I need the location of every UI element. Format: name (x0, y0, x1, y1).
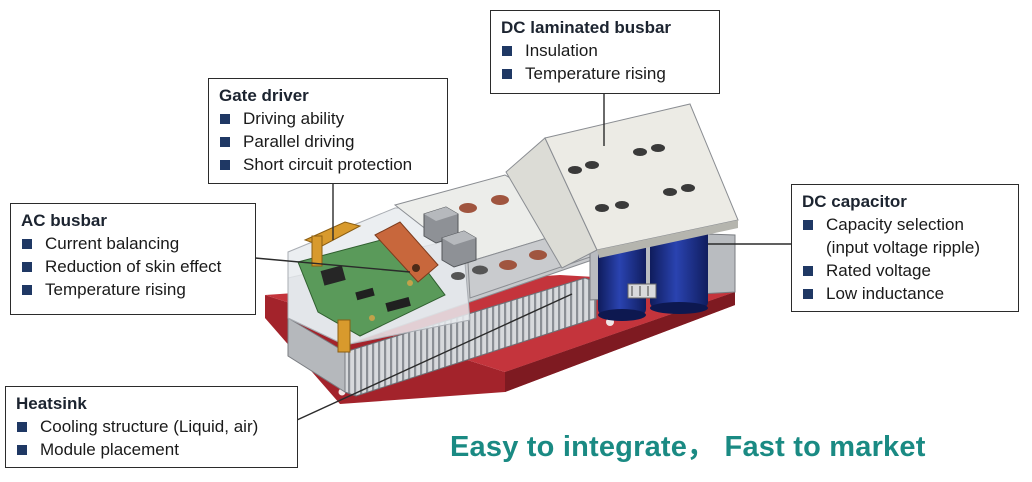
callout-list: Cooling structure (Liquid, air) Module p… (16, 415, 287, 461)
list-item: Reduction of skin effect (21, 255, 245, 278)
list-item: Short circuit protection (219, 153, 437, 176)
callout-ac-busbar: AC busbar Current balancing Reduction of… (10, 203, 256, 315)
dc-laminated-busbar (505, 103, 739, 269)
bullet-square-icon (502, 69, 512, 79)
bullet-square-icon (22, 285, 32, 295)
bullet-square-icon (220, 160, 230, 170)
leader-lines (254, 93, 791, 421)
list-item: Cooling structure (Liquid, air) (16, 415, 287, 438)
bullet-square-icon (803, 289, 813, 299)
current-sensors (423, 206, 477, 268)
callout-title: AC busbar (21, 211, 107, 230)
bullet-square-icon (803, 220, 813, 230)
callout-list: Driving ability Parallel driving Short c… (219, 107, 437, 176)
list-item: Low inductance (802, 282, 1008, 305)
list-item: (input voltage ripple) (826, 238, 981, 257)
list-item: Driving ability (219, 107, 437, 130)
heatsink-body (287, 277, 597, 397)
callout-list: Insulation Temperature rising (501, 39, 709, 85)
callout-heatsink: Heatsink Cooling structure (Liquid, air)… (5, 386, 298, 468)
bullet-square-icon (803, 266, 813, 276)
callout-dc-laminated-busbar: DC laminated busbar Insulation Temperatu… (490, 10, 720, 94)
bullet-square-icon (22, 262, 32, 272)
list-item: Temperature rising (21, 278, 245, 301)
bullet-square-icon (220, 137, 230, 147)
callout-title: Heatsink (16, 394, 87, 413)
bullet-square-icon (22, 239, 32, 249)
callout-title: DC capacitor (802, 192, 907, 211)
bullet-square-icon (220, 114, 230, 124)
bullet-square-icon (17, 445, 27, 455)
slogan-text: Easy to integrate， Fast to market (450, 431, 926, 463)
bullet-square-icon (502, 46, 512, 56)
callout-list: Current balancing Reduction of skin effe… (21, 232, 245, 301)
list-item: Parallel driving (219, 130, 437, 153)
callout-title: Gate driver (219, 86, 309, 105)
list-item: Module placement (16, 438, 287, 461)
list-item: Temperature rising (501, 62, 709, 85)
list-item: Insulation (501, 39, 709, 62)
list-item: Current balancing (21, 232, 245, 255)
callout-list: Capacity selection (input voltage ripple… (802, 213, 1008, 305)
list-item: Rated voltage (802, 259, 1008, 282)
list-item: Capacity selection (802, 213, 1008, 236)
callout-dc-capacitor: DC capacitor Capacity selection (input v… (791, 184, 1019, 312)
bullet-square-icon (17, 422, 27, 432)
callout-title: DC laminated busbar (501, 18, 672, 37)
callout-gate-driver: Gate driver Driving ability Parallel dri… (208, 78, 448, 184)
